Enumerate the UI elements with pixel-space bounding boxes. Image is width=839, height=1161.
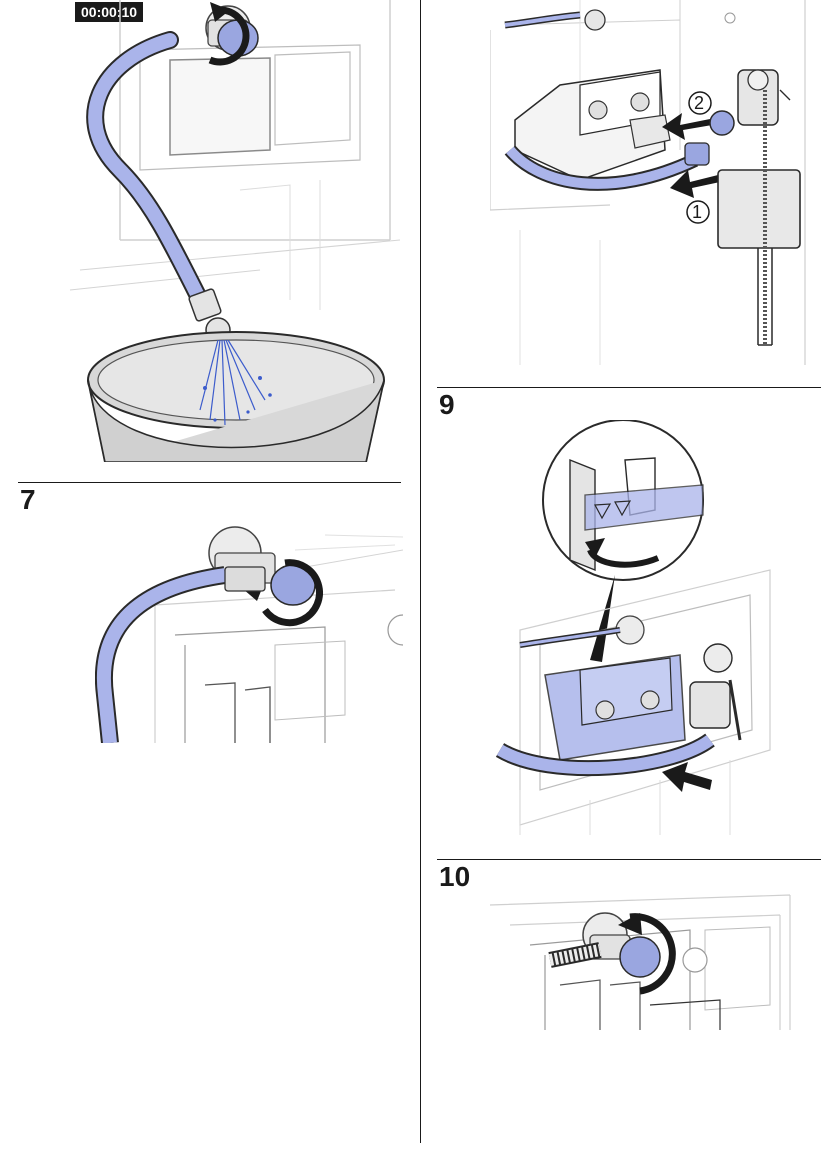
column-divider bbox=[420, 0, 421, 1143]
rotate-arrow-icon bbox=[262, 559, 323, 627]
callout-1: 1 bbox=[692, 202, 702, 222]
push-arrow-icon bbox=[662, 113, 718, 140]
rotate-arrow-icon bbox=[629, 913, 676, 995]
step-number-9: 9 bbox=[439, 389, 455, 420]
step7-rule bbox=[18, 482, 401, 483]
step6-illustration bbox=[69, 0, 401, 462]
push-arrow-icon bbox=[670, 170, 720, 198]
step-number-10: 10 bbox=[439, 861, 471, 892]
timer-badge: 00:00:10 bbox=[75, 2, 144, 22]
step7-illustration bbox=[95, 526, 403, 743]
swap-arrow-icon bbox=[587, 548, 660, 568]
step10-rule bbox=[437, 859, 821, 860]
step10-illustration bbox=[490, 894, 791, 1030]
step9-rule bbox=[437, 387, 821, 388]
step8-illustration: 2 1 bbox=[490, 0, 806, 365]
callout-2: 2 bbox=[694, 93, 704, 113]
push-arrow-icon bbox=[662, 762, 712, 792]
step-number-7: 7 bbox=[20, 484, 36, 515]
step9-illustration bbox=[495, 420, 771, 835]
rotate-arrow-icon bbox=[208, 6, 250, 66]
